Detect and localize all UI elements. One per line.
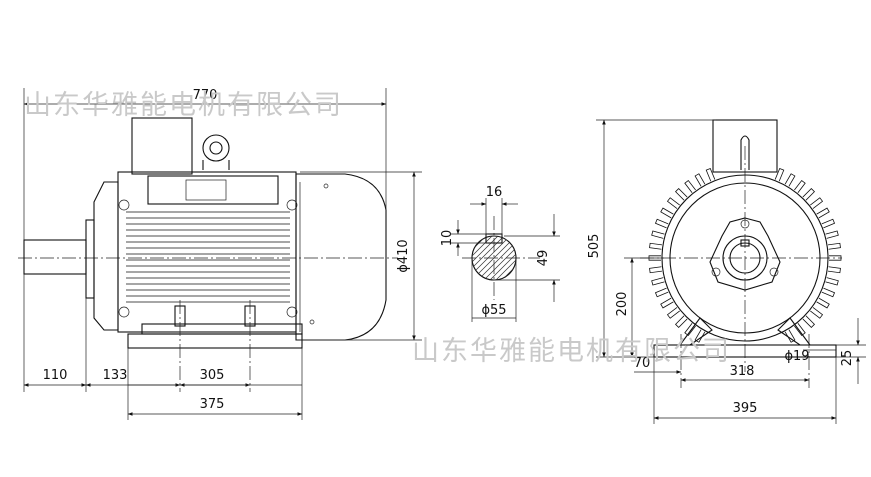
- front-view-dimensions: 505 200 70 318 ϕ19 25 395: [587, 119, 866, 424]
- dim-foot-length: 375: [200, 397, 225, 412]
- dim-shaft-section-height: 49: [536, 250, 551, 267]
- dim-foot-hole-width: 318: [730, 364, 755, 379]
- cooling-fins: [126, 211, 290, 303]
- dim-foot-width-offset: 70: [634, 356, 651, 371]
- dim-hole-diameter: ϕ19: [784, 349, 809, 364]
- dim-foot-hole-span: 305: [200, 368, 225, 383]
- side-view: [18, 117, 398, 392]
- dim-key-depth: 10: [440, 230, 455, 247]
- dim-key-width: 16: [486, 185, 503, 200]
- dim-foot-thickness: 25: [840, 350, 855, 367]
- side-view-dimensions: 770 ϕ410 110 133 305 375: [23, 88, 422, 420]
- watermark-top: 山东华雅能电机有限公司: [24, 90, 343, 121]
- dim-shaft-diameter: ϕ55: [481, 303, 506, 318]
- dim-foot-to-shaft: 133: [103, 368, 128, 383]
- watermark-bottom: 山东华雅能电机有限公司: [412, 336, 731, 367]
- radial-fins: [648, 167, 842, 343]
- dim-total-height: 505: [587, 234, 602, 259]
- dim-overall-length: 770: [193, 88, 218, 103]
- dim-shaft-center-height: 200: [615, 292, 630, 317]
- shaft-section: [462, 216, 540, 300]
- front-view: [640, 119, 842, 388]
- dim-height-diameter: ϕ410: [396, 239, 411, 272]
- dim-foot-width: 395: [733, 401, 758, 416]
- shaft-section-dimensions: 16 10 49 ϕ55: [440, 185, 560, 322]
- dim-shaft-length: 110: [43, 368, 68, 383]
